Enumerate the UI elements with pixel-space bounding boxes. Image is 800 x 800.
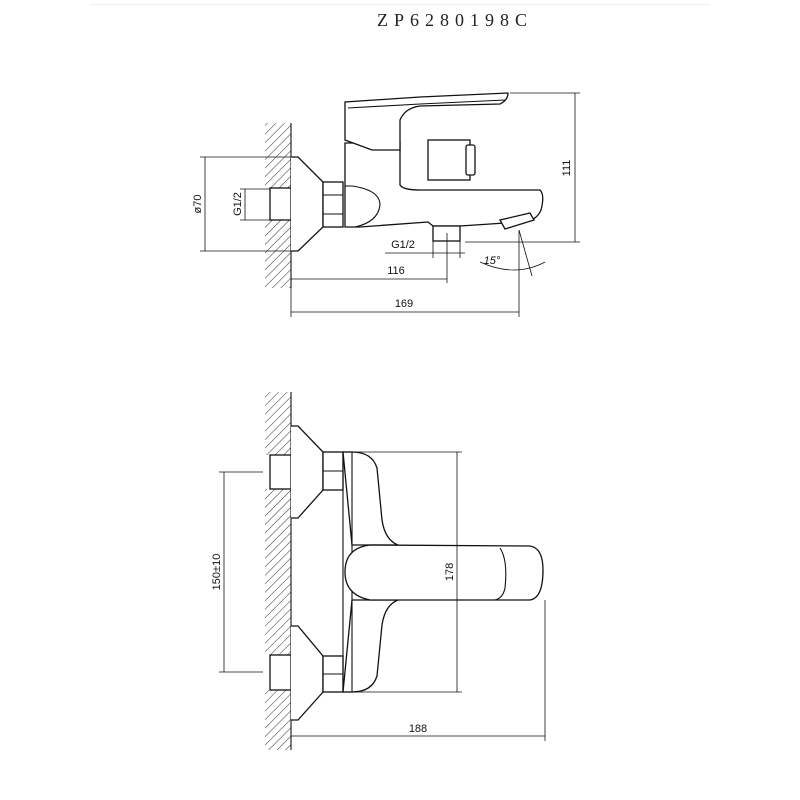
model-number-title: ZP6280198C (376, 10, 533, 30)
escutcheon (291, 156, 324, 252)
escutcheon-upper (291, 425, 324, 519)
dim-body-width: 178 (444, 563, 456, 581)
dim-height-111: 111 (561, 160, 573, 177)
dim-outlet-distance: 116 (387, 265, 405, 277)
wall-hatch (265, 220, 291, 288)
top-view: 178 150±10 188 (211, 392, 546, 750)
dim-angle: 15° (484, 255, 501, 267)
angle-arc (479, 261, 546, 271)
inlet-pipe (269, 187, 292, 221)
wall-hatch (265, 489, 291, 655)
inlet-pipe-upper (269, 454, 292, 490)
dim-inlet-spacing: 150±10 (211, 554, 223, 591)
dim-total-depth: 188 (409, 723, 427, 735)
dim-outlet-thread: G1/2 (391, 239, 415, 251)
lever-handle-top (344, 544, 544, 601)
escutcheon-lower (291, 625, 324, 721)
wall-hatch (265, 392, 291, 455)
wall-hatch (265, 690, 291, 750)
lever-handle (344, 92, 509, 151)
wall-hatch (265, 123, 291, 188)
dim-diameter-70: ø70 (192, 195, 204, 214)
aerator (499, 212, 535, 230)
nut (322, 181, 344, 228)
inlet-pipe-lower (269, 654, 292, 691)
diverter-knob (427, 139, 471, 181)
dim-inlet-thread: G1/2 (232, 192, 244, 216)
side-view: 111 ø70 G1/2 G1/2 116 169 15° (192, 92, 580, 317)
outlet-nipple (432, 225, 461, 242)
body-lower (342, 599, 399, 693)
top-border-line (90, 4, 710, 5)
dim-spout-reach: 169 (395, 298, 413, 310)
body-upper (342, 451, 399, 546)
